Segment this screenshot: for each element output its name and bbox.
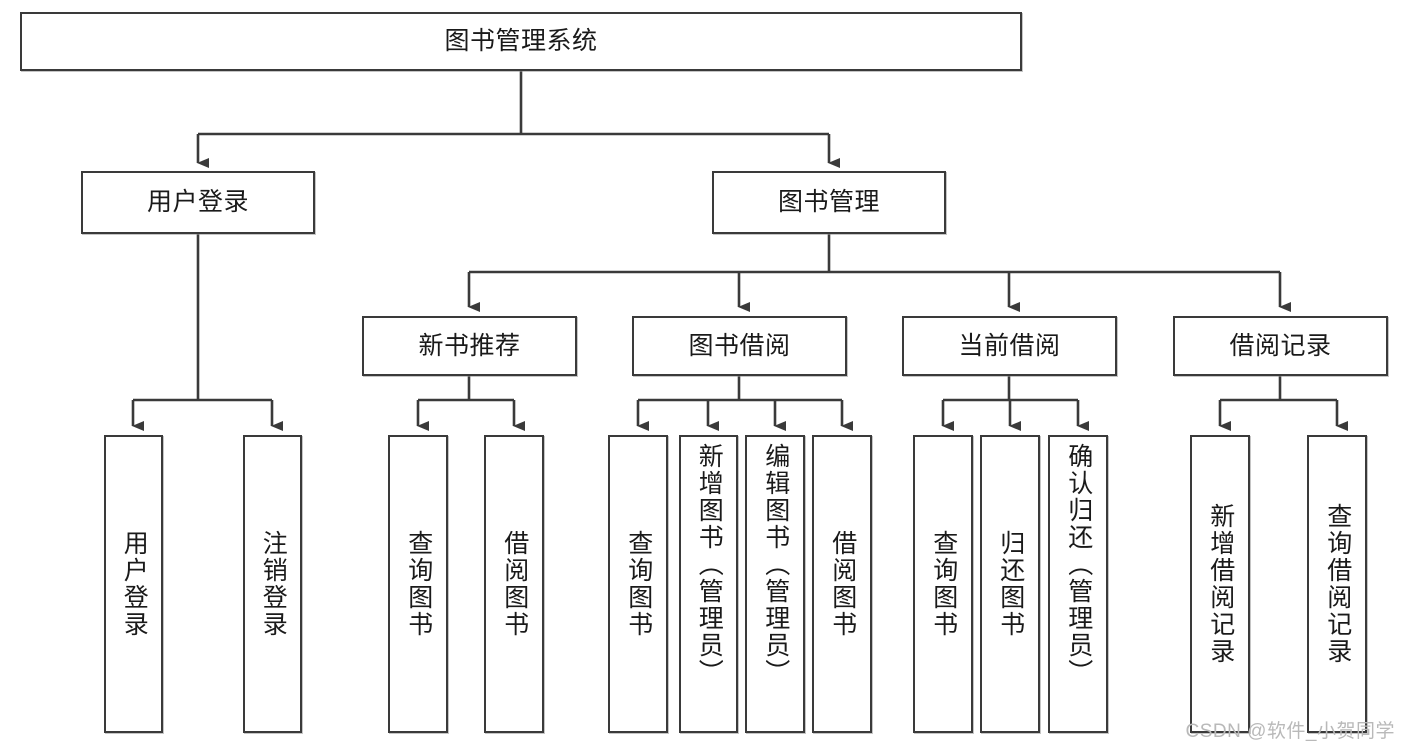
- node-leaf-logout-login[interactable]: 注销登录: [243, 435, 302, 733]
- node-leaf-query-record[interactable]: 查询借阅记录: [1307, 435, 1367, 733]
- node-label: 借阅记录: [1229, 331, 1332, 360]
- node-book-borrow[interactable]: 图书借阅: [632, 316, 847, 376]
- node-label: 查询借阅记录: [1323, 503, 1352, 665]
- node-label: 查询图书: [624, 530, 653, 638]
- node-label: 图书管理系统: [444, 27, 598, 55]
- node-leaf-query-book-3[interactable]: 查询图书: [913, 435, 973, 733]
- node-label: 用户登录: [120, 530, 149, 638]
- node-leaf-user-login[interactable]: 用户登录: [104, 435, 163, 733]
- node-label: 借阅图书: [828, 530, 857, 638]
- node-label: 确认归还（管理员）: [1064, 443, 1093, 686]
- node-label: 查询图书: [404, 530, 433, 638]
- node-leaf-query-book-1[interactable]: 查询图书: [388, 435, 448, 733]
- node-label: 新增图书（管理员）: [695, 443, 724, 686]
- node-label: 借阅图书: [500, 530, 529, 638]
- node-leaf-borrow-book-2[interactable]: 借阅图书: [812, 435, 872, 733]
- node-current-borrow[interactable]: 当前借阅: [902, 316, 1117, 376]
- node-leaf-add-record[interactable]: 新增借阅记录: [1190, 435, 1250, 733]
- node-label: 用户登录: [146, 188, 249, 216]
- node-label: 当前借阅: [958, 331, 1061, 360]
- node-leaf-borrow-book-1[interactable]: 借阅图书: [484, 435, 544, 733]
- node-book-management[interactable]: 图书管理: [712, 171, 946, 234]
- node-label: 图书借阅: [688, 331, 791, 360]
- node-leaf-confirm-return[interactable]: 确认归还（管理员）: [1048, 435, 1108, 733]
- node-leaf-query-book-2[interactable]: 查询图书: [608, 435, 668, 733]
- node-leaf-edit-book[interactable]: 编辑图书（管理员）: [745, 435, 805, 733]
- node-label: 新增借阅记录: [1206, 503, 1235, 665]
- node-leaf-return-book[interactable]: 归还图书: [980, 435, 1040, 733]
- node-label: 注销登录: [259, 530, 288, 638]
- node-leaf-add-book[interactable]: 新增图书（管理员）: [679, 435, 738, 733]
- node-borrow-record[interactable]: 借阅记录: [1173, 316, 1388, 376]
- node-user-login[interactable]: 用户登录: [81, 171, 315, 234]
- node-label: 编辑图书（管理员）: [761, 443, 790, 686]
- node-label: 查询图书: [929, 530, 958, 638]
- node-label: 归还图书: [996, 530, 1025, 638]
- node-label: 新书推荐: [418, 331, 521, 360]
- node-label: 图书管理: [777, 188, 880, 216]
- csdn-watermark: CSDN @软件_小贺同学: [1185, 721, 1395, 742]
- node-new-book-recommend[interactable]: 新书推荐: [362, 316, 577, 376]
- node-root-book-management-system[interactable]: 图书管理系统: [20, 12, 1022, 71]
